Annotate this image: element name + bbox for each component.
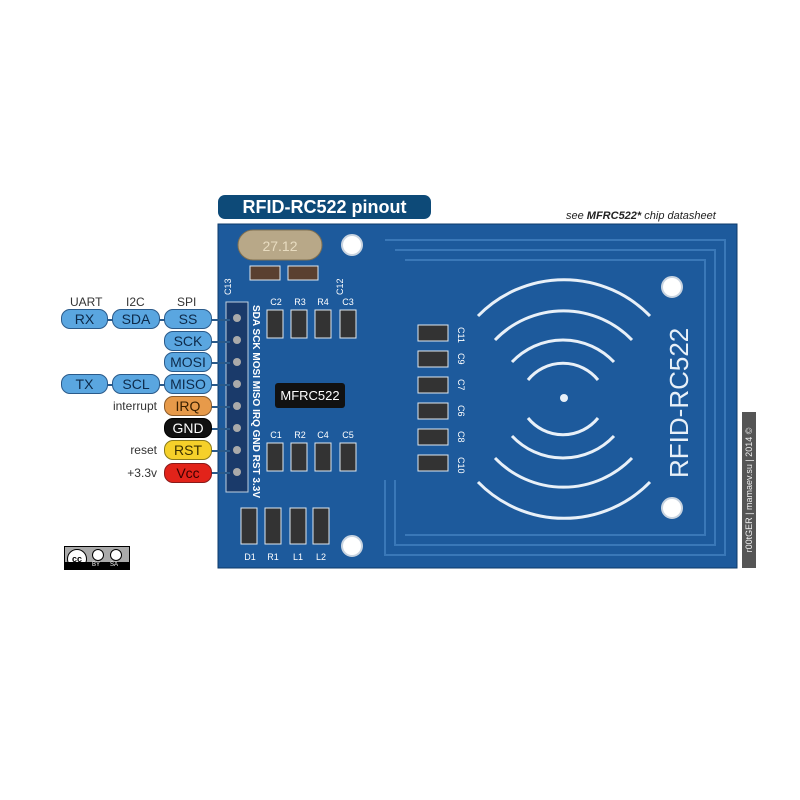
cap-c12: C12 (335, 278, 345, 295)
crystal-label: 27.12 (262, 238, 297, 254)
cap-c8: C8 (456, 431, 466, 443)
cap-c6: C6 (456, 405, 466, 417)
board-name: RFID-RC522 (664, 328, 694, 478)
pin-mosi: MOSI (164, 352, 212, 372)
comp-r1: R1 (267, 552, 279, 562)
chip-label: MFRC522 (280, 388, 339, 403)
note-3v3: +3.3v (127, 466, 157, 480)
header-uart: UART (70, 295, 103, 309)
sa-icon (110, 549, 122, 561)
credit-label: r00tGER | mamaev.su | 2014 © (742, 412, 756, 568)
pin-vcc: Vcc (164, 463, 212, 483)
cap-c13: C13 (223, 278, 233, 295)
comp-r2: R2 (294, 430, 306, 440)
by-label: BY (92, 562, 101, 568)
datasheet-note: see MFRC522* chip datasheet (566, 210, 716, 222)
header-i2c: I2C (126, 295, 145, 309)
cc-by-sa-badge: cc BY SA (64, 546, 130, 570)
by-icon (92, 549, 104, 561)
cap-c10: C10 (456, 457, 466, 474)
comp-l1: L1 (293, 552, 303, 562)
note-prefix: see (566, 210, 587, 222)
pin-irq: IRQ (164, 396, 212, 416)
comp-r3: R3 (294, 297, 306, 307)
comp-c4: C4 (317, 430, 329, 440)
cap-c11: C11 (456, 327, 466, 343)
comp-d1: D1 (244, 552, 256, 562)
pin-miso: MISO (164, 374, 212, 394)
pin-ss: SS (164, 309, 212, 329)
cap-c9: C9 (456, 353, 466, 365)
pin-silkscreen: SDA SCK MOSI MISO IRQ GND RST 3.3V (250, 305, 261, 498)
note-suffix: chip datasheet (641, 210, 716, 222)
pin-i2c-scl: SCL (112, 374, 160, 394)
pin-sck: SCK (164, 331, 212, 351)
comp-c3: C3 (342, 297, 354, 307)
pin-gnd: GND (164, 418, 212, 438)
note-interrupt: interrupt (112, 399, 157, 413)
pin-rst: RST (164, 440, 212, 460)
credit-text: r00tGER | mamaev.su | 2014 © (744, 427, 754, 553)
pin-uart-tx: TX (61, 374, 108, 394)
pin-uart-rx: RX (61, 309, 108, 329)
cap-c7: C7 (456, 379, 466, 391)
comp-c2: C2 (270, 297, 282, 307)
comp-l2: L2 (316, 552, 326, 562)
comp-c1: C1 (270, 430, 282, 440)
pin-i2c-sda: SDA (112, 309, 160, 329)
comp-c5: C5 (342, 430, 354, 440)
sa-label: SA (110, 562, 119, 568)
note-reset: reset (130, 443, 157, 457)
note-chip: MFRC522* (586, 210, 642, 222)
header-spi: SPI (177, 295, 197, 309)
diagram-title: RFID-RC522 pinout (218, 195, 431, 219)
comp-r4: R4 (317, 297, 329, 307)
